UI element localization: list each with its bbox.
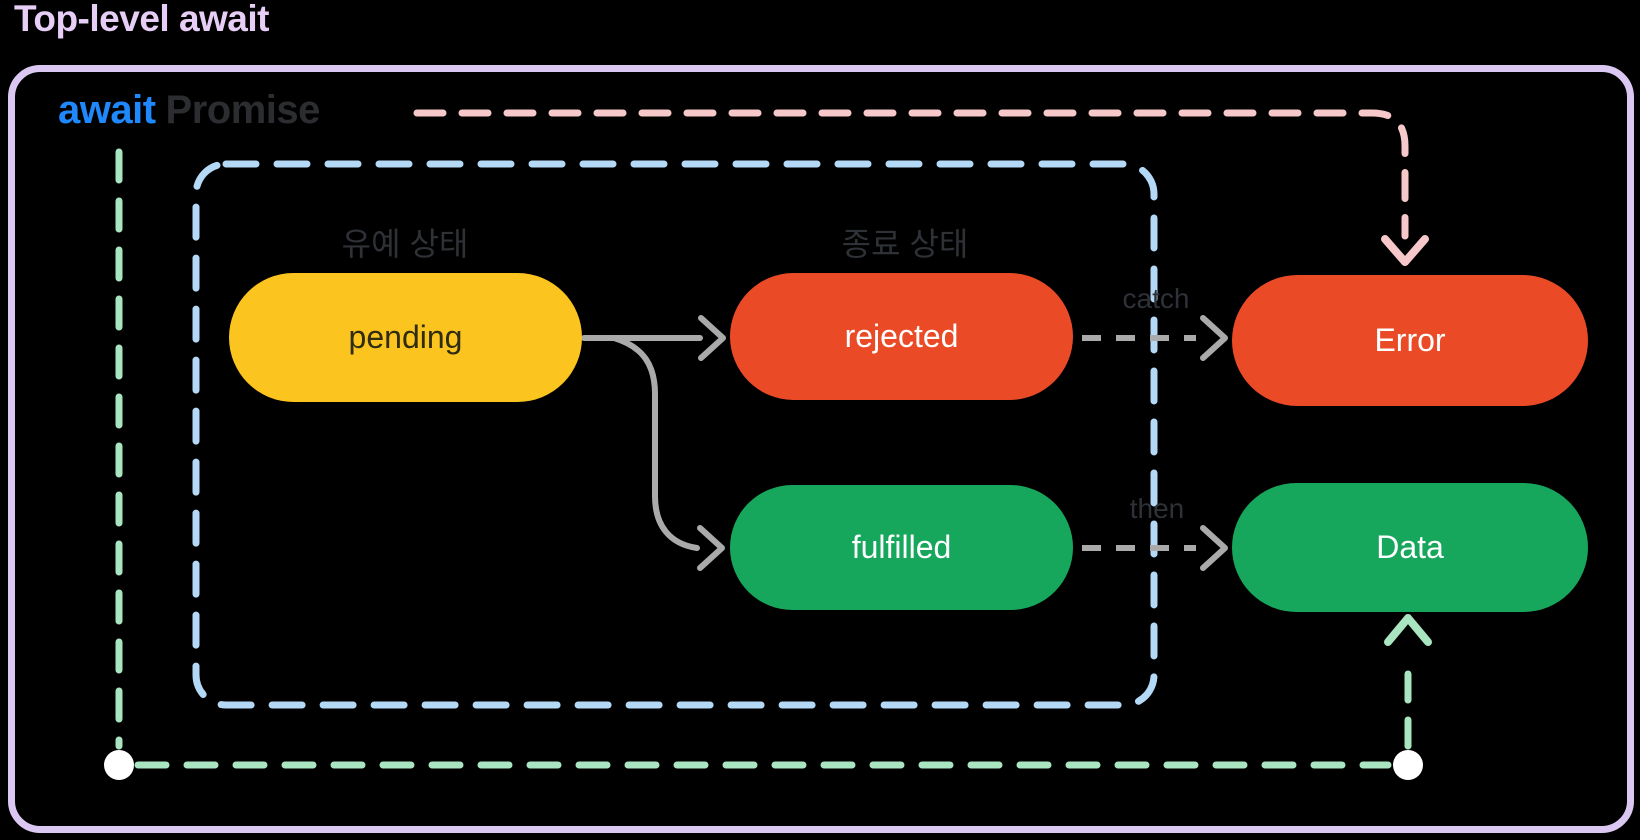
node-rejected-label: rejected bbox=[844, 318, 959, 354]
node-error-label: Error bbox=[1374, 322, 1446, 358]
node-rejected: rejected bbox=[730, 273, 1073, 400]
rejected-to-error-arrowhead bbox=[1200, 315, 1228, 361]
pending-to-fulfilled-arrowhead bbox=[697, 525, 725, 571]
edge-label-catch: catch bbox=[1122, 283, 1190, 314]
node-data-label: Data bbox=[1376, 529, 1444, 565]
group-label-pending-state: 유예 상태 bbox=[341, 226, 469, 262]
throw-to-error-line bbox=[413, 109, 1409, 240]
top-level-scope-box bbox=[8, 65, 1634, 833]
node-fulfilled: fulfilled bbox=[730, 485, 1073, 610]
pending-to-rejected-arrowhead bbox=[698, 315, 726, 361]
fulfilled-to-data-arrowhead bbox=[1200, 525, 1228, 571]
await-keyword: await bbox=[58, 88, 156, 132]
node-error: Error bbox=[1232, 275, 1588, 406]
scope-node-left bbox=[104, 750, 134, 780]
node-pending: pending bbox=[229, 273, 582, 402]
await-resume-arrowhead bbox=[1384, 614, 1432, 646]
node-pending-label: pending bbox=[348, 319, 463, 355]
scope-node-right bbox=[1393, 750, 1423, 780]
page-title: Top-level await bbox=[14, 0, 270, 39]
pending-to-fulfilled-line bbox=[611, 335, 700, 551]
promise-states-box bbox=[192, 160, 1158, 709]
node-fulfilled-label: fulfilled bbox=[851, 529, 952, 565]
group-label-settled-state: 종료 상태 bbox=[841, 226, 969, 262]
throw-to-error-arrowhead bbox=[1381, 235, 1429, 266]
node-data: Data bbox=[1232, 483, 1588, 612]
promise-label: Promise bbox=[165, 88, 321, 132]
edge-label-then: then bbox=[1129, 493, 1185, 524]
